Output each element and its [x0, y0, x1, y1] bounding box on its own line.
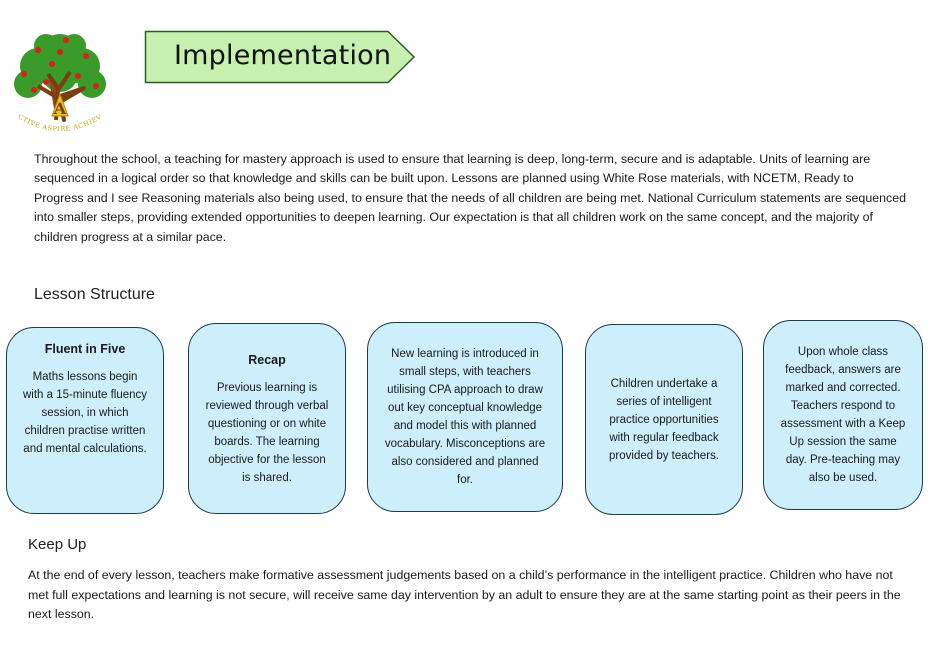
- step-card-fluent-in-five: Fluent in Five Maths lessons begin with …: [6, 327, 164, 514]
- step-card-text: New learning is introduced in small step…: [384, 348, 546, 486]
- step-card-intelligent-practice: Children undertake a series of intellige…: [585, 324, 743, 515]
- step-card-text: Previous learning is reviewed through ve…: [205, 381, 329, 484]
- intro-paragraph: Throughout the school, a teaching for ma…: [34, 152, 906, 244]
- step-card-text: Upon whole class feedback, answers are m…: [780, 346, 906, 484]
- step-card-text: Maths lessons begin with a 15-minute flu…: [23, 371, 148, 455]
- arrow-banner-shape: [144, 30, 416, 84]
- title-banner: Implementation: [144, 30, 416, 84]
- page-title: Implementation: [174, 40, 392, 71]
- keep-up-heading: Keep Up: [28, 536, 87, 553]
- step-card-new-learning: New learning is introduced in small step…: [367, 322, 563, 512]
- step-card-title: Fluent in Five: [44, 342, 126, 356]
- keep-up-paragraph: At the end of every lesson, teachers mak…: [28, 568, 901, 621]
- step-card-feedback: Upon whole class feedback, answers are m…: [763, 320, 923, 510]
- step-card-text: Children undertake a series of intellige…: [609, 377, 719, 462]
- step-card-title: Recap: [248, 352, 286, 367]
- lesson-structure-heading: Lesson Structure: [34, 286, 155, 303]
- step-card-recap: Recap Previous learning is reviewed thro…: [188, 323, 346, 514]
- svg-text:A: A: [53, 99, 67, 118]
